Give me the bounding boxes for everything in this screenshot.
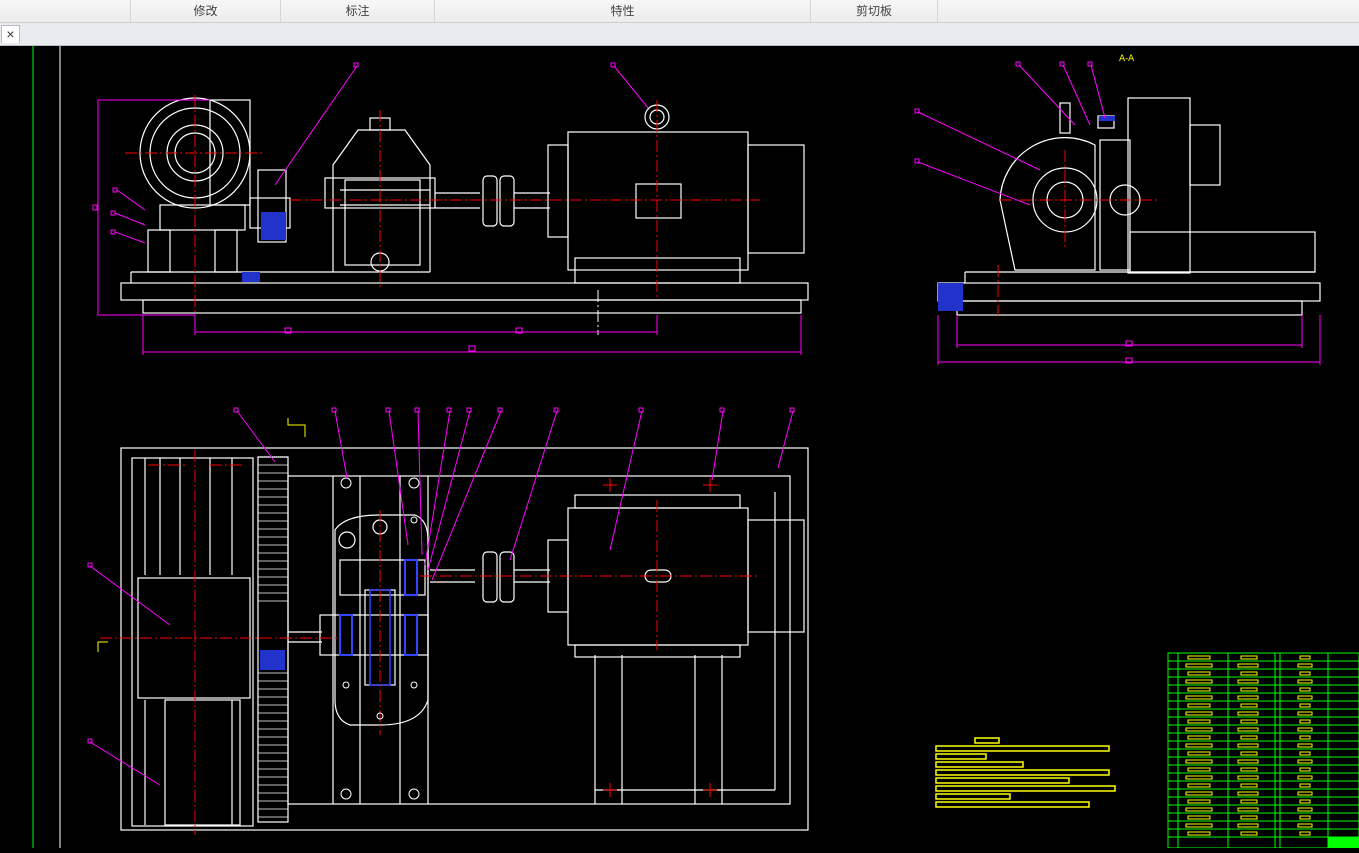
file-tab-bar: ×	[0, 23, 1359, 46]
section-label: A-A	[1119, 54, 1135, 64]
ribbon-panel-annotation[interactable]: 标注	[281, 0, 435, 22]
parts-list-entries	[1185, 655, 1313, 836]
top-leaders	[87, 407, 795, 786]
ribbon-panel-clipboard[interactable]: 剪切板	[811, 0, 938, 22]
bearing-outline	[404, 614, 418, 656]
bearing-outline	[339, 614, 353, 656]
close-tab-icon[interactable]: ×	[1, 25, 20, 43]
parts-list-table	[1167, 652, 1359, 849]
ribbon-panel-modify[interactable]: 修改	[131, 0, 281, 22]
ribbon-panel-properties[interactable]: 特性	[435, 0, 811, 22]
front-centerlines	[125, 95, 760, 335]
hatch-region	[260, 650, 285, 670]
hatch-region	[242, 272, 260, 282]
cad-drawing: A-A	[32, 46, 1359, 849]
top-view	[120, 447, 809, 831]
hatch-region	[1099, 116, 1115, 121]
front-dimensions	[92, 62, 802, 355]
bolt-markers	[603, 478, 717, 797]
side-view	[937, 97, 1321, 316]
hatch-region	[938, 283, 963, 311]
technical-notes-block	[935, 737, 1116, 808]
front-view	[120, 97, 809, 314]
ribbon-panel-draw[interactable]	[0, 0, 131, 22]
hatch-region	[261, 212, 286, 240]
ribbon-panel-bar: 修改 标注 特性 剪切板	[0, 0, 1359, 23]
drawing-canvas[interactable]: A-A	[0, 46, 1359, 849]
rack-teeth	[258, 464, 288, 818]
side-dimensions	[914, 61, 1321, 365]
bearing-outline	[404, 559, 418, 596]
